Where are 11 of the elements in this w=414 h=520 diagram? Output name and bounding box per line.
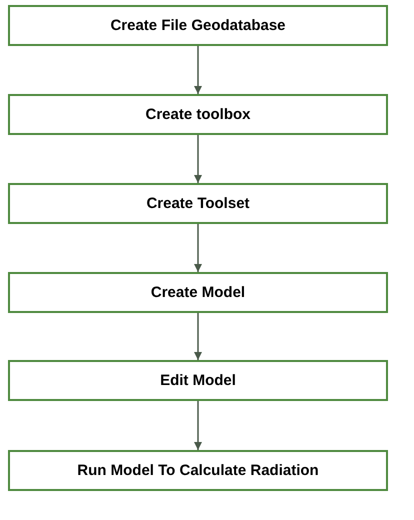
arrow bbox=[194, 224, 202, 272]
arrow bbox=[194, 46, 202, 94]
process-box: Create toolbox bbox=[8, 94, 388, 135]
arrow bbox=[194, 401, 202, 450]
process-box: Edit Model bbox=[8, 360, 388, 401]
process-box: Create Model bbox=[8, 272, 388, 313]
process-box: Create Toolset bbox=[8, 183, 388, 224]
process-box: Run Model To Calculate Radiation bbox=[8, 450, 388, 491]
arrow bbox=[194, 313, 202, 360]
process-box: Create File Geodatabase bbox=[8, 5, 388, 46]
arrow bbox=[194, 135, 202, 183]
